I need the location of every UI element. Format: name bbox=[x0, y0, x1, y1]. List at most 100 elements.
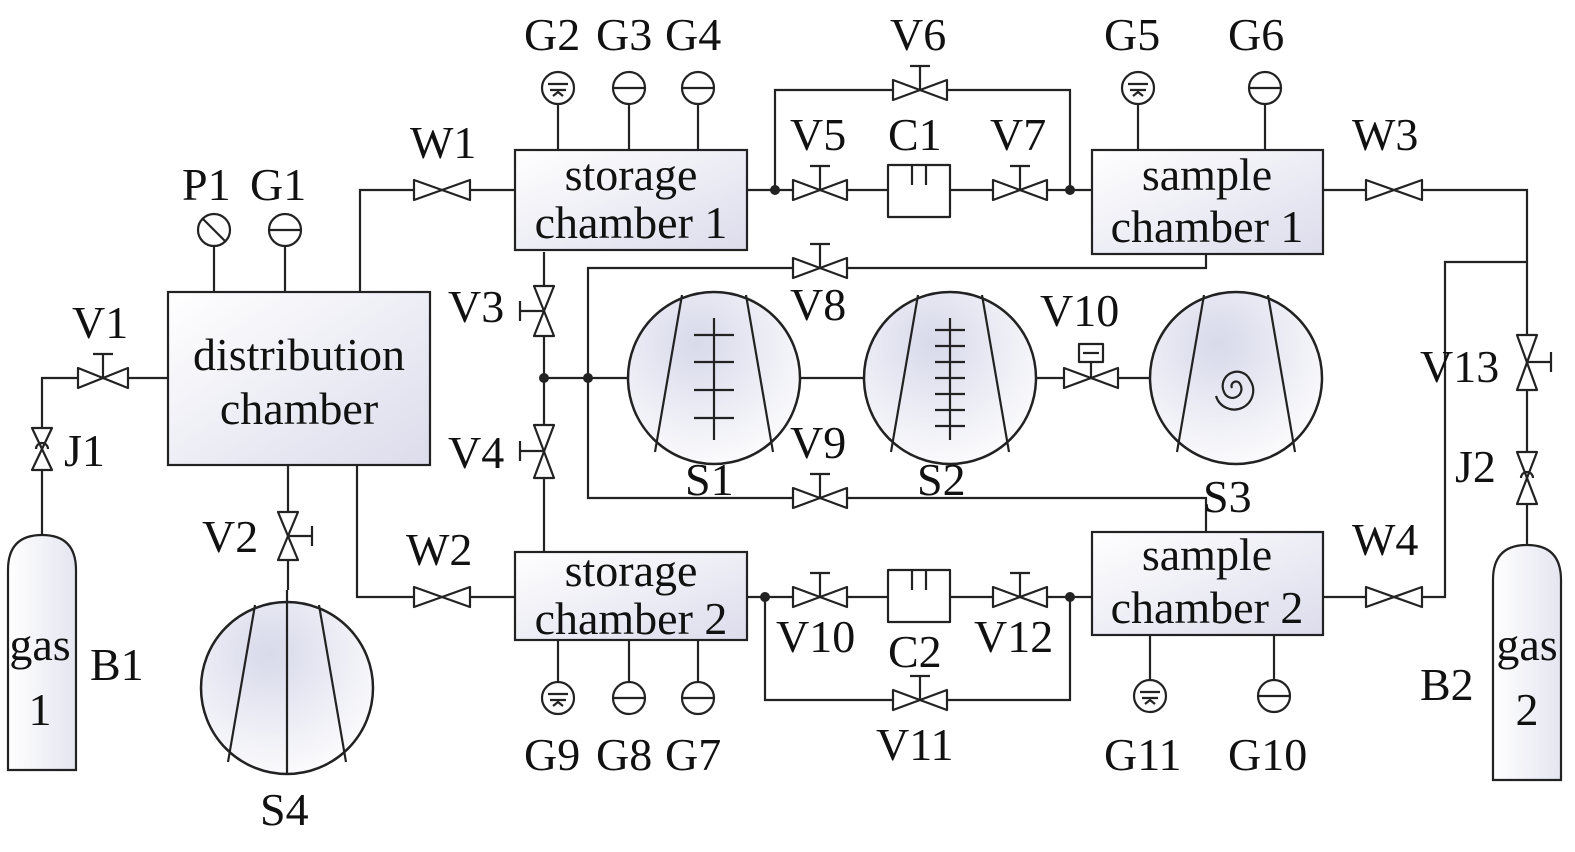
valve-v5[interactable] bbox=[791, 164, 849, 202]
label-w3: W3 bbox=[1352, 109, 1418, 160]
storage-chamber-2: storage chamber 2 bbox=[513, 545, 749, 644]
gauge-g11 bbox=[1132, 635, 1168, 714]
label-g8: G8 bbox=[596, 729, 652, 780]
storage-chamber-1-label-1: storage bbox=[565, 149, 698, 200]
valve-w4[interactable] bbox=[1364, 585, 1424, 609]
sample-chamber-2: sample chamber 2 bbox=[1090, 529, 1325, 637]
gauge-p1 bbox=[196, 212, 232, 292]
valve-v2[interactable] bbox=[276, 510, 314, 562]
gauge-g9 bbox=[540, 640, 576, 716]
gas-bottle-1-label-1: gas bbox=[9, 619, 70, 670]
label-w1: W1 bbox=[410, 117, 476, 168]
distribution-chamber-label-1: distribution bbox=[193, 329, 405, 380]
valve-v11[interactable] bbox=[891, 674, 949, 712]
label-v4: V4 bbox=[448, 427, 504, 478]
sample-chamber-2-label-1: sample bbox=[1142, 529, 1272, 580]
label-g6: G6 bbox=[1228, 9, 1284, 60]
label-j2: J2 bbox=[1455, 441, 1496, 492]
label-w4: W4 bbox=[1352, 514, 1418, 565]
valve-w3[interactable] bbox=[1364, 178, 1424, 202]
label-v5: V5 bbox=[790, 109, 846, 160]
gas-bottle-2-label-1: gas bbox=[1496, 619, 1557, 670]
pump-s2 bbox=[862, 290, 1038, 466]
label-v3: V3 bbox=[448, 281, 504, 332]
valve-j1[interactable] bbox=[30, 426, 54, 472]
label-s1: S1 bbox=[685, 454, 734, 505]
distribution-chamber: distribution chamber bbox=[166, 290, 432, 467]
label-v1: V1 bbox=[72, 297, 128, 348]
container-c1 bbox=[886, 163, 952, 219]
storage-chamber-1-label-2: chamber 1 bbox=[535, 197, 728, 248]
sample-chamber-1: sample chamber 1 bbox=[1090, 148, 1325, 256]
valve-j2[interactable] bbox=[1515, 450, 1539, 506]
pump-s1 bbox=[626, 290, 802, 466]
label-g4: G4 bbox=[665, 9, 721, 60]
valve-v13[interactable] bbox=[1515, 333, 1553, 392]
label-c2: C2 bbox=[888, 626, 942, 677]
label-c1: C1 bbox=[888, 109, 942, 160]
label-v12: V12 bbox=[974, 611, 1053, 662]
valve-w2[interactable] bbox=[412, 585, 472, 609]
label-s3: S3 bbox=[1203, 471, 1252, 522]
label-w2: W2 bbox=[406, 524, 472, 575]
label-g2: G2 bbox=[524, 9, 580, 60]
valve-w1[interactable] bbox=[412, 178, 472, 202]
gauge-g7 bbox=[680, 640, 716, 716]
valve-v8[interactable] bbox=[791, 242, 849, 280]
gauge-g3 bbox=[611, 70, 647, 150]
valve-v7[interactable] bbox=[991, 164, 1049, 202]
label-p1: P1 bbox=[182, 159, 231, 210]
pump-s3 bbox=[1148, 290, 1324, 466]
label-g7: G7 bbox=[665, 729, 721, 780]
label-s4: S4 bbox=[260, 784, 309, 835]
storage-chamber-1: storage chamber 1 bbox=[513, 148, 749, 252]
valve-v1[interactable] bbox=[76, 352, 130, 390]
label-g1: G1 bbox=[250, 159, 306, 210]
label-j1: J1 bbox=[64, 425, 105, 476]
label-s2: S2 bbox=[917, 454, 966, 505]
gauge-g5 bbox=[1120, 70, 1156, 150]
valve-v6[interactable] bbox=[891, 64, 949, 102]
label-v8: V8 bbox=[790, 279, 846, 330]
label-v6: V6 bbox=[890, 9, 946, 60]
sample-chamber-1-label-2: chamber 1 bbox=[1111, 201, 1304, 252]
gauge-g10 bbox=[1256, 635, 1292, 714]
valve-v10-lower[interactable] bbox=[791, 571, 849, 609]
distribution-chamber-label-2: chamber bbox=[220, 383, 378, 434]
valve-v12[interactable] bbox=[991, 571, 1049, 609]
component-labels: P1 G1 G2 G3 G4 G5 G6 G9 G8 G7 G11 G10 V1… bbox=[64, 9, 1499, 835]
valve-v10-solenoid[interactable] bbox=[1062, 342, 1120, 390]
valve-v9[interactable] bbox=[791, 472, 849, 510]
storage-chamber-2-label-2: chamber 2 bbox=[535, 593, 728, 644]
junction-dots bbox=[539, 185, 1075, 602]
label-g5: G5 bbox=[1104, 9, 1160, 60]
sample-chamber-1-label-1: sample bbox=[1142, 149, 1272, 200]
container-c2 bbox=[886, 568, 952, 624]
gauge-g6 bbox=[1247, 70, 1283, 150]
gauge-g2 bbox=[540, 70, 576, 150]
valve-v3[interactable] bbox=[518, 284, 556, 338]
storage-chamber-2-label-1: storage bbox=[565, 545, 698, 596]
label-g10: G10 bbox=[1228, 729, 1307, 780]
gas-bottle-2-label-2: 2 bbox=[1516, 684, 1539, 735]
label-g3: G3 bbox=[596, 9, 652, 60]
gas-bottle-1-label-2: 1 bbox=[29, 684, 52, 735]
gauge-g4 bbox=[680, 70, 716, 150]
label-v7: V7 bbox=[990, 109, 1046, 160]
gauge-g1 bbox=[267, 212, 303, 292]
valve-v4[interactable] bbox=[518, 423, 556, 480]
sample-chamber-2-label-2: chamber 2 bbox=[1111, 582, 1304, 633]
gas-bottle-1: gas 1 bbox=[6, 533, 78, 772]
label-v2: V2 bbox=[202, 511, 258, 562]
label-g9: G9 bbox=[524, 729, 580, 780]
pump-s4 bbox=[199, 590, 375, 776]
gas-bottle-2: gas 2 bbox=[1491, 543, 1563, 782]
label-b2: B2 bbox=[1420, 659, 1474, 710]
label-g11: G11 bbox=[1104, 729, 1182, 780]
label-v13: V13 bbox=[1420, 341, 1499, 392]
gauge-g8 bbox=[611, 640, 647, 716]
label-v9: V9 bbox=[790, 417, 846, 468]
label-b1: B1 bbox=[90, 639, 144, 690]
label-v11: V11 bbox=[876, 719, 954, 770]
